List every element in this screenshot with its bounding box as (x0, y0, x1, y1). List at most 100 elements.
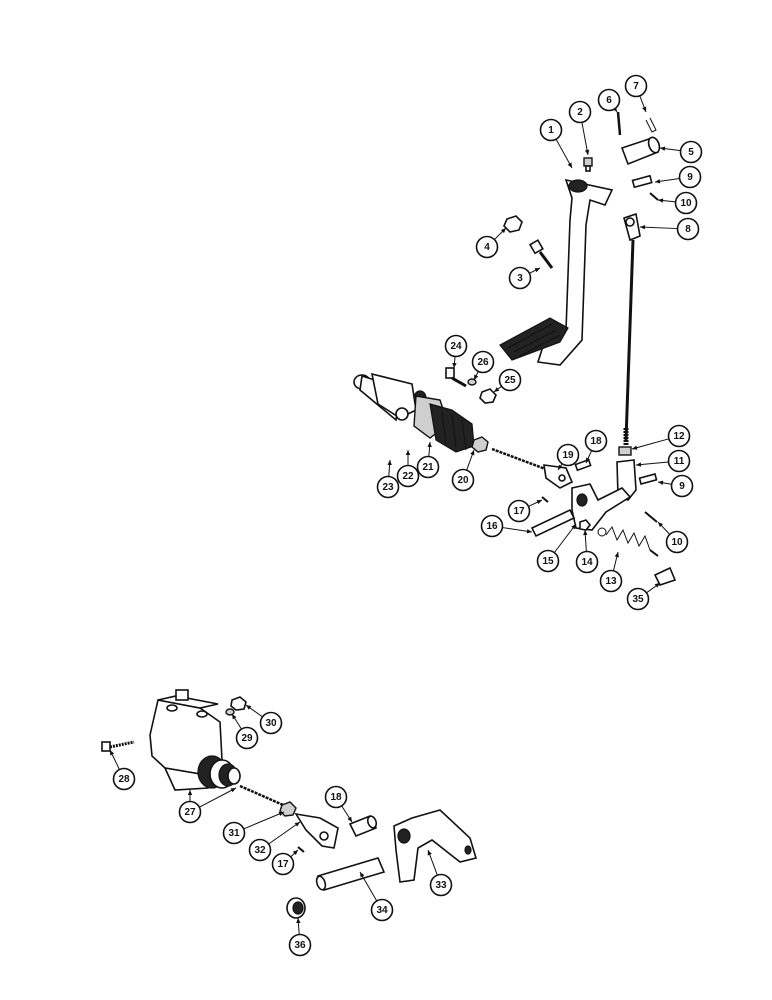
callout-label: 29 (241, 733, 253, 744)
leader-line (553, 523, 577, 553)
callout-circle (508, 266, 532, 290)
callout-circle (396, 464, 420, 488)
callout-label: 33 (435, 880, 447, 891)
callout-c15: 15 (536, 523, 577, 573)
callout-label: 10 (680, 198, 692, 209)
callout-label: 25 (504, 375, 516, 386)
callout-label: 13 (605, 576, 617, 587)
callout-label: 18 (330, 792, 342, 803)
callout-circle (679, 140, 703, 164)
callout-c26: 26 (471, 350, 495, 381)
callout-label: 36 (294, 940, 306, 951)
callout-c20: 20 (451, 449, 475, 492)
callout-circle (429, 873, 453, 897)
callout-c30: 30 (245, 704, 283, 735)
callout-label: 8 (685, 224, 691, 235)
callout-c8: 8 (639, 217, 700, 241)
master-cylinder-boot (197, 755, 241, 789)
callout-c21: 21 (416, 441, 440, 479)
callout-c18b: 18 (324, 785, 353, 823)
leader-arrowhead (655, 179, 661, 184)
callout-c29: 29 (231, 713, 259, 750)
callout-c22: 22 (396, 450, 420, 488)
mounting-nut (479, 388, 497, 404)
callout-c36: 36 (288, 917, 312, 957)
leader-line (359, 871, 378, 902)
bushing (286, 897, 306, 919)
callout-label: 12 (673, 431, 685, 442)
cotter-pin (645, 117, 657, 133)
callout-c27: 27 (178, 787, 237, 824)
leader-arrowhead (536, 500, 542, 505)
callout-c35: 35 (626, 582, 661, 611)
callout-c12: 12 (631, 424, 691, 450)
master-cylinder-upper (353, 372, 475, 453)
callout-c17b: 17 (271, 849, 299, 876)
callout-c10b: 10 (657, 521, 689, 554)
callout-circle (667, 424, 691, 448)
callout-c23: 23 (376, 459, 400, 499)
callout-label: 14 (581, 557, 593, 568)
callout-label: 22 (402, 471, 414, 482)
callout-c1: 1 (539, 118, 573, 169)
leader-arrowhead (232, 714, 237, 720)
callout-circle (507, 499, 531, 523)
leader-line (268, 821, 301, 845)
leader-arrowhead (292, 850, 298, 856)
callout-c28: 28 (109, 749, 136, 791)
callout-c25: 25 (493, 368, 522, 393)
leader-arrowhead (658, 198, 664, 203)
callout-label: 23 (382, 482, 394, 493)
leader-line (581, 122, 589, 156)
callout-circle (222, 821, 246, 845)
push-rod-lower (239, 784, 291, 810)
callout-circle (324, 785, 348, 809)
clevis-pin (631, 174, 653, 189)
callout-label: 7 (633, 81, 639, 92)
pin (616, 111, 622, 136)
callout-c18a: 18 (584, 429, 608, 464)
callout-label: 34 (376, 905, 388, 916)
callout-circle (599, 569, 623, 593)
callout-circle (370, 898, 394, 922)
callout-c9b: 9 (657, 474, 694, 498)
clip-17 (541, 496, 549, 503)
leader-arrowhead (347, 816, 352, 822)
clutch-lever (393, 809, 478, 883)
callout-c19: 19 (556, 443, 580, 471)
callout-circle (471, 350, 495, 374)
callout-c16: 16 (480, 514, 533, 538)
callout-circle (539, 118, 563, 142)
cross-shaft (315, 857, 386, 891)
callout-c34: 34 (359, 871, 394, 922)
bellcrank-lever (571, 483, 632, 531)
leader-line (635, 461, 669, 466)
callout-label: 17 (277, 859, 289, 870)
leader-arrowhead (296, 918, 301, 924)
leader-arrowhead (660, 146, 666, 151)
pedal-rod (623, 212, 641, 445)
leader-arrowhead (470, 450, 475, 456)
leader-arrowhead (427, 442, 432, 448)
spring-anchor (653, 566, 677, 586)
leader-arrowhead (654, 583, 660, 588)
callout-label: 9 (687, 172, 693, 183)
callout-label: 3 (517, 273, 523, 284)
leader-arrowhead (360, 872, 365, 878)
callout-label: 9 (679, 481, 685, 492)
callout-label: 4 (484, 242, 490, 253)
callout-label: 5 (688, 147, 694, 158)
callout-c6: 6 (597, 88, 621, 113)
callout-label: 10 (671, 537, 683, 548)
callout-label: 15 (542, 556, 554, 567)
leader-arrowhead (636, 462, 642, 467)
clevis-pin-18 (574, 458, 592, 472)
callout-circle (665, 530, 689, 554)
mounting-bolt (445, 367, 467, 388)
callout-c14: 14 (575, 529, 599, 574)
rod-nut (618, 446, 632, 456)
callout-circle (556, 443, 580, 467)
callout-c31: 31 (222, 811, 285, 845)
callout-label: 16 (486, 521, 498, 532)
leader-arrowhead (230, 788, 236, 793)
